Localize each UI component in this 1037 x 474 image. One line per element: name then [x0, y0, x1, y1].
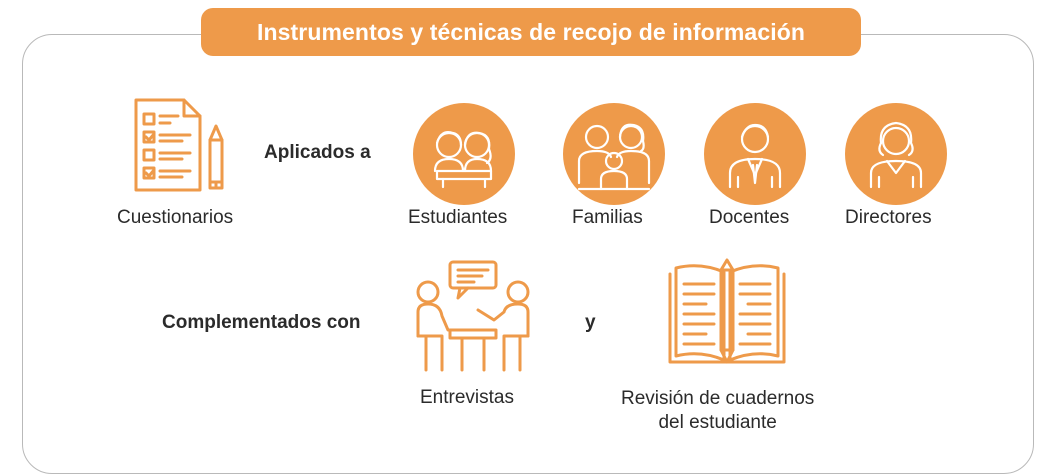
notebook-icon — [668, 258, 786, 364]
diagram-canvas: Instrumentos y técnicas de recojo de inf… — [22, 8, 1034, 474]
questionnaires-label: Cuestionarios — [117, 207, 234, 228]
interviews-label: Entrevistas — [420, 387, 514, 408]
students-label: Estudiantes — [408, 207, 508, 228]
notebook-review-label: Revisión de cuadernos del estudiante — [621, 388, 815, 433]
complemented-with-label: Complementados con — [162, 312, 361, 333]
director-icon — [845, 103, 947, 205]
title-banner: Instrumentos y técnicas de recojo de inf… — [201, 8, 861, 56]
questionnaire-icon — [134, 98, 224, 192]
teacher-icon — [704, 103, 806, 205]
families-label: Familias — [572, 207, 643, 228]
title-text: Instrumentos y técnicas de recojo de inf… — [257, 18, 805, 45]
students-icon — [413, 103, 515, 205]
and-conjunction: y — [585, 312, 596, 333]
directors-label: Directores — [845, 207, 932, 228]
teachers-label: Docentes — [709, 207, 790, 228]
family-icon — [563, 103, 665, 205]
interview-icon — [416, 260, 530, 372]
applied-to-label: Aplicados a — [264, 142, 371, 163]
